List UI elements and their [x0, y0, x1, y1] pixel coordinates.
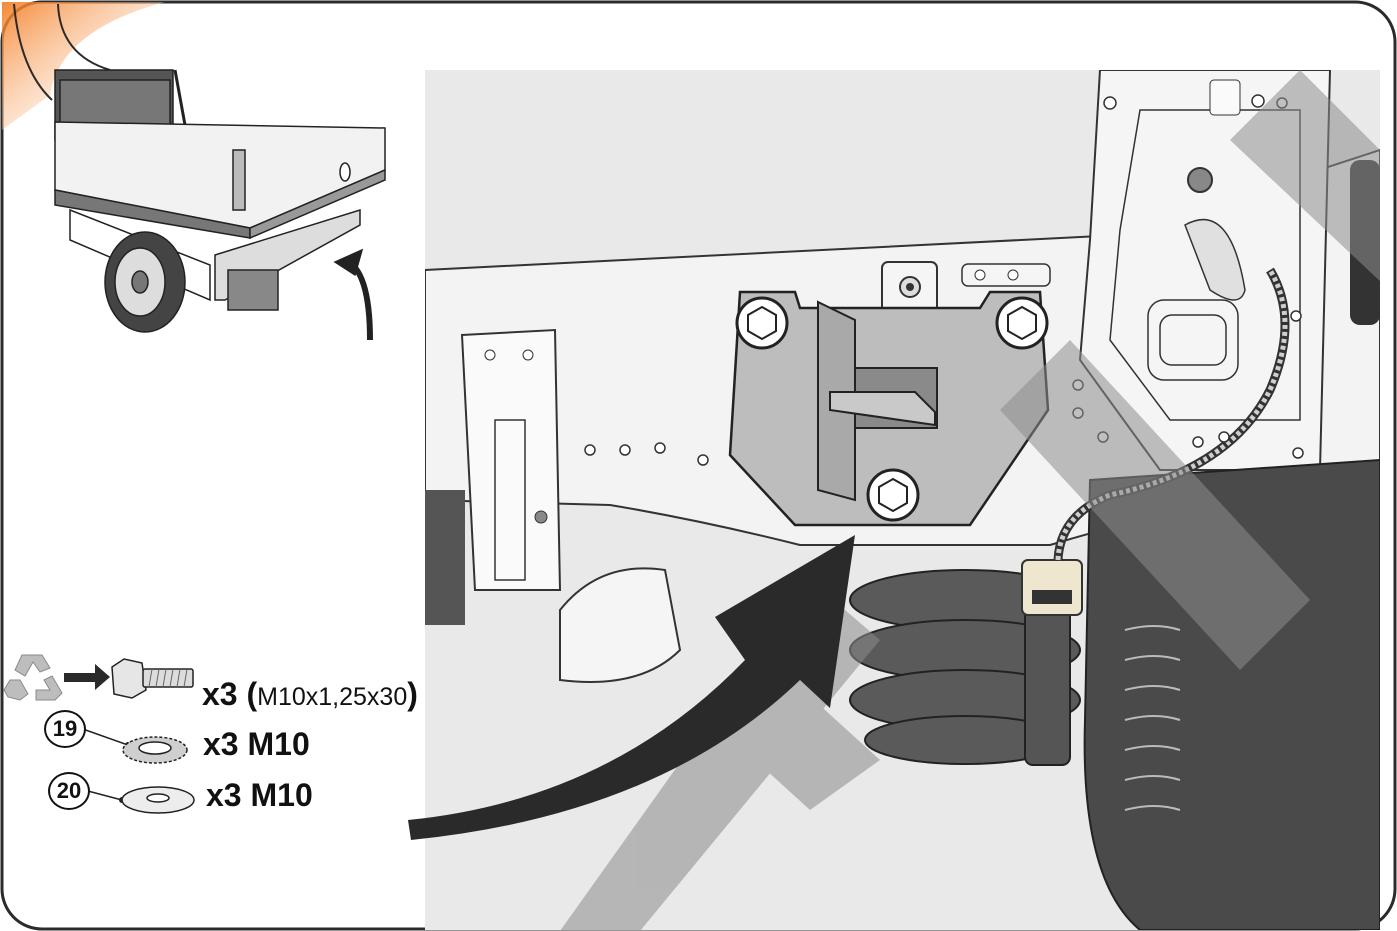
bolt-icon: [111, 658, 194, 699]
serrated-washer-icon: [79, 727, 188, 764]
lock-washer-quantity-label: x3 M10: [203, 726, 310, 762]
tow-bracket: [728, 290, 1050, 527]
flat-washer-quantity-label: x3 M10: [206, 777, 313, 813]
bolt-qty: x3: [202, 676, 238, 712]
bolt-spec-close: ): [407, 676, 418, 712]
truck-overview-inset: [54, 69, 386, 341]
bolt-spec-open: (: [246, 676, 258, 712]
bolt-spec: M10x1,25x30: [257, 683, 408, 711]
bolt-quantity-label: x3 (M10x1,25x30): [202, 676, 418, 713]
part-number-20: 20: [48, 772, 90, 810]
right-arrow-icon: [64, 664, 110, 690]
recycle-icon: [3, 654, 63, 701]
flat-washer-icon: [83, 786, 195, 814]
mounting-bolts: [735, 296, 1049, 522]
install-direction-arrow: [408, 535, 855, 840]
part-number-19: 19: [44, 710, 86, 748]
